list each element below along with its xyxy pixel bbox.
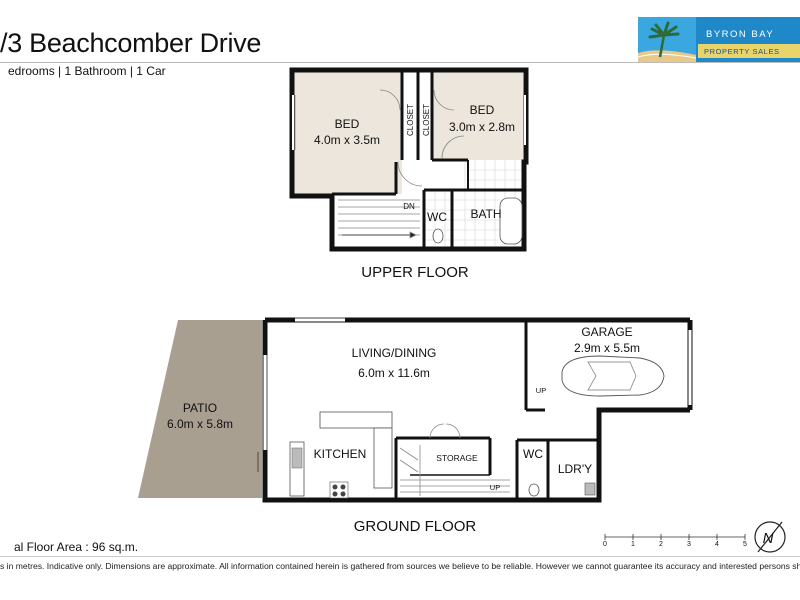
laundry-tub-icon [584, 482, 596, 496]
scale-tick-5: 5 [743, 541, 747, 548]
toilet-icon [432, 228, 444, 244]
stair-up-label: UP [490, 483, 500, 492]
bed2-floor [432, 72, 523, 160]
upper-floor-heading: UPPER FLOOR [361, 264, 469, 281]
scale-tick-1: 1 [631, 541, 635, 548]
logo-graphic: BYRON BAY PROPERTY SALES [638, 17, 800, 62]
scale-tick-3: 3 [687, 541, 691, 548]
stair-down-label: DN [403, 202, 415, 211]
living-label: LIVING/DINING [352, 346, 437, 360]
kitchen-island [319, 411, 393, 429]
storage-label: STORAGE [436, 453, 478, 463]
ground-toilet-icon [528, 483, 540, 497]
stair-area [334, 194, 424, 246]
footer-divider [0, 556, 800, 557]
total-floor-area: al Floor Area : 96 sq.m. [14, 540, 139, 554]
closet1-label: CLOSET [406, 104, 415, 136]
kitchen-label: KITCHEN [314, 447, 367, 461]
property-summary: edrooms | 1 Bathroom | 1 Car [8, 64, 166, 78]
bed1-floor [294, 72, 402, 194]
patio-label: PATIO [183, 401, 217, 415]
scale-tick-4: 4 [715, 541, 719, 548]
header-divider [0, 62, 800, 63]
patio-area [138, 320, 262, 498]
ground-floor-heading: GROUND FLOOR [354, 518, 477, 535]
living-size: 6.0m x 11.6m [358, 366, 430, 380]
north-arrow-icon: N [754, 521, 786, 553]
ground-wc-label: WC [523, 447, 543, 461]
bed2-label: BED [470, 103, 495, 117]
upper-stairs [338, 199, 420, 239]
scale-bar: 0 1 2 3 4 5 [603, 534, 747, 548]
page-title: /3 Beachcomber Drive [0, 28, 262, 58]
sink-icon [291, 447, 303, 469]
logo-line1: BYRON BAY [706, 29, 774, 40]
disclaimer-text: s in metres. Indicative only. Dimensions… [0, 561, 800, 571]
scale-tick-2: 2 [659, 541, 663, 548]
car-icon [561, 355, 665, 397]
north-label: N [763, 530, 774, 547]
closet2-label: CLOSET [422, 104, 431, 136]
garage-label: GARAGE [581, 325, 632, 339]
garage-step-label: UP [536, 386, 546, 395]
logo-line2: PROPERTY SALES [704, 47, 780, 56]
bath-label: BATH [470, 207, 501, 221]
laundry-label: LDR'Y [558, 462, 592, 476]
agency-logo: BYRON BAY PROPERTY SALES [638, 17, 800, 62]
upper-floor: BED 4.0m x 3.5m BED 3.0m x 2.8m CLOSET C… [289, 67, 529, 281]
upper-wc-label: WC [427, 210, 447, 224]
bathtub-icon [499, 197, 523, 245]
bed2-size: 3.0m x 2.8m [449, 120, 515, 134]
scale-tick-0: 0 [603, 541, 607, 548]
bed1-label: BED [335, 117, 360, 131]
ground-stairs [399, 445, 510, 496]
cooktop-icon [329, 481, 349, 499]
patio-size: 6.0m x 5.8m [167, 417, 233, 431]
ground-floor: PATIO 6.0m x 5.8m LIVING/DINING 6.0m x 1… [138, 317, 693, 535]
bed1-size: 4.0m x 3.5m [314, 133, 380, 147]
garage-size: 2.9m x 5.5m [574, 341, 640, 355]
